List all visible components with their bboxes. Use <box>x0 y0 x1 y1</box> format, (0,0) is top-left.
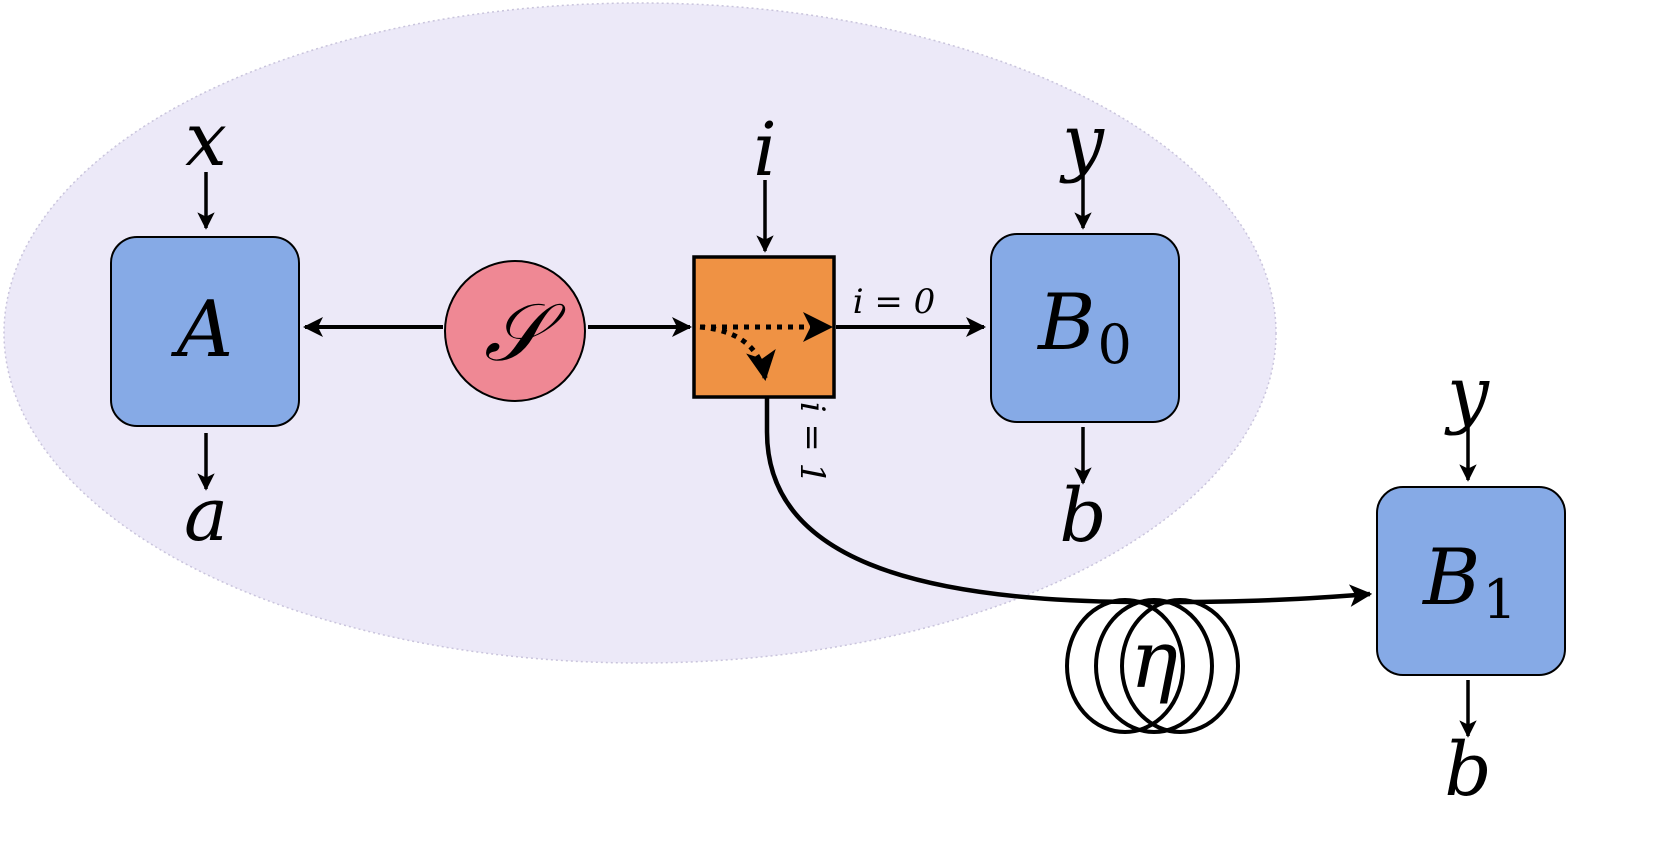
source-circle <box>444 260 586 402</box>
box-b1 <box>1376 486 1566 676</box>
label-channel-noise: η <box>1130 613 1178 706</box>
label-box-a: A <box>176 285 234 375</box>
label-box-b1: B1 <box>1423 539 1517 627</box>
label-box-b1-main: B <box>1423 533 1481 623</box>
label-y-input-b1: y <box>1447 351 1489 437</box>
arrow-switch-to-b1 <box>764 398 1373 607</box>
label-x-input: x <box>185 97 227 183</box>
label-y-input-b0: y <box>1062 99 1104 185</box>
label-source: 𝒮 <box>484 286 546 379</box>
label-i-input: i <box>753 107 777 193</box>
dotted-path-curved <box>699 324 776 381</box>
label-b-output-b1: b <box>1444 727 1492 813</box>
label-path-i1: i = 1 <box>792 401 832 485</box>
label-box-b1-sub: 1 <box>1482 568 1517 631</box>
label-path-i0: i = 0 <box>852 282 936 322</box>
label-a-output: a <box>183 472 229 558</box>
lab-region <box>3 2 1277 664</box>
label-box-b0: B0 <box>1038 284 1132 372</box>
label-box-b0-sub: 0 <box>1097 313 1132 376</box>
label-b-output-b0: b <box>1059 473 1107 559</box>
label-box-b0-main: B <box>1038 278 1096 368</box>
box-b0 <box>990 233 1180 423</box>
box-a <box>110 236 300 427</box>
